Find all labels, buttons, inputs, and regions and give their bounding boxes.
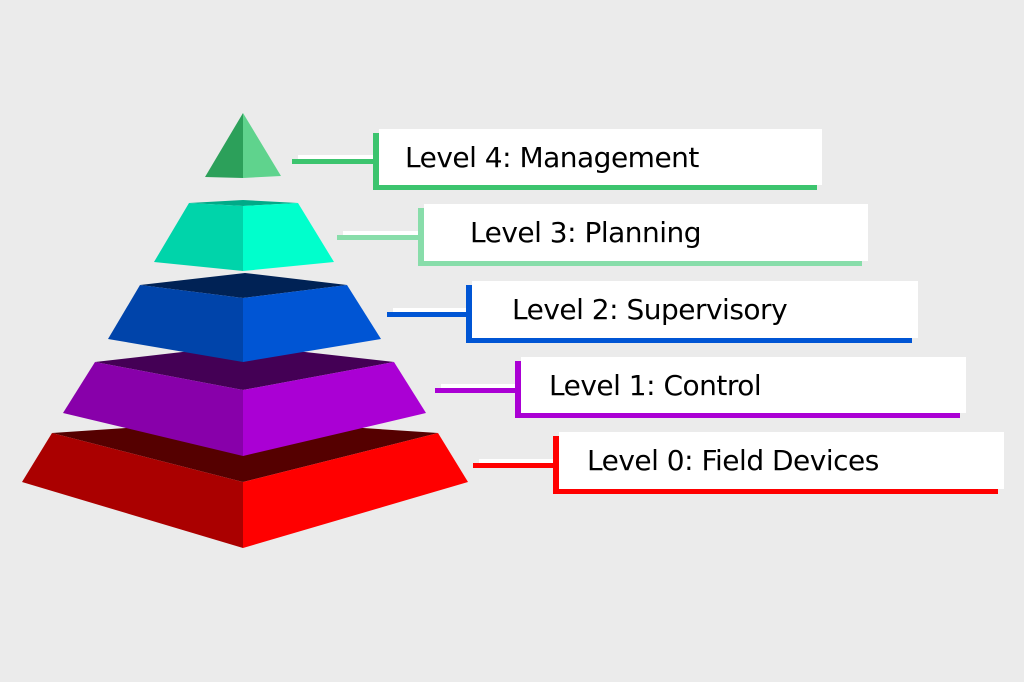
connector-level-3	[337, 208, 862, 266]
label-level-4: Level 4: Management	[379, 129, 822, 185]
label-level-0: Level 0: Field Devices	[559, 432, 1004, 489]
label-level-1: Level 1: Control	[521, 357, 966, 413]
label-level-4-text: Level 4: Management	[405, 140, 699, 174]
pyramid-level-2	[108, 273, 381, 362]
connector-level-2	[387, 285, 912, 343]
pyramid-level-1	[63, 345, 426, 456]
connector-level-4	[292, 133, 817, 190]
pyramid-level-3	[154, 200, 334, 271]
connector-level-1	[435, 361, 960, 418]
label-level-3: Level 3: Planning	[424, 204, 868, 261]
label-level-3-text: Level 3: Planning	[470, 216, 702, 249]
label-level-2: Level 2: Supervisory	[472, 281, 918, 338]
pyramid-level-4	[205, 113, 281, 178]
label-level-0-text: Level 0: Field Devices	[587, 444, 879, 477]
label-level-2-text: Level 2: Supervisory	[512, 293, 788, 326]
label-level-1-text: Level 1: Control	[549, 368, 762, 402]
connector-level-0	[473, 436, 998, 494]
